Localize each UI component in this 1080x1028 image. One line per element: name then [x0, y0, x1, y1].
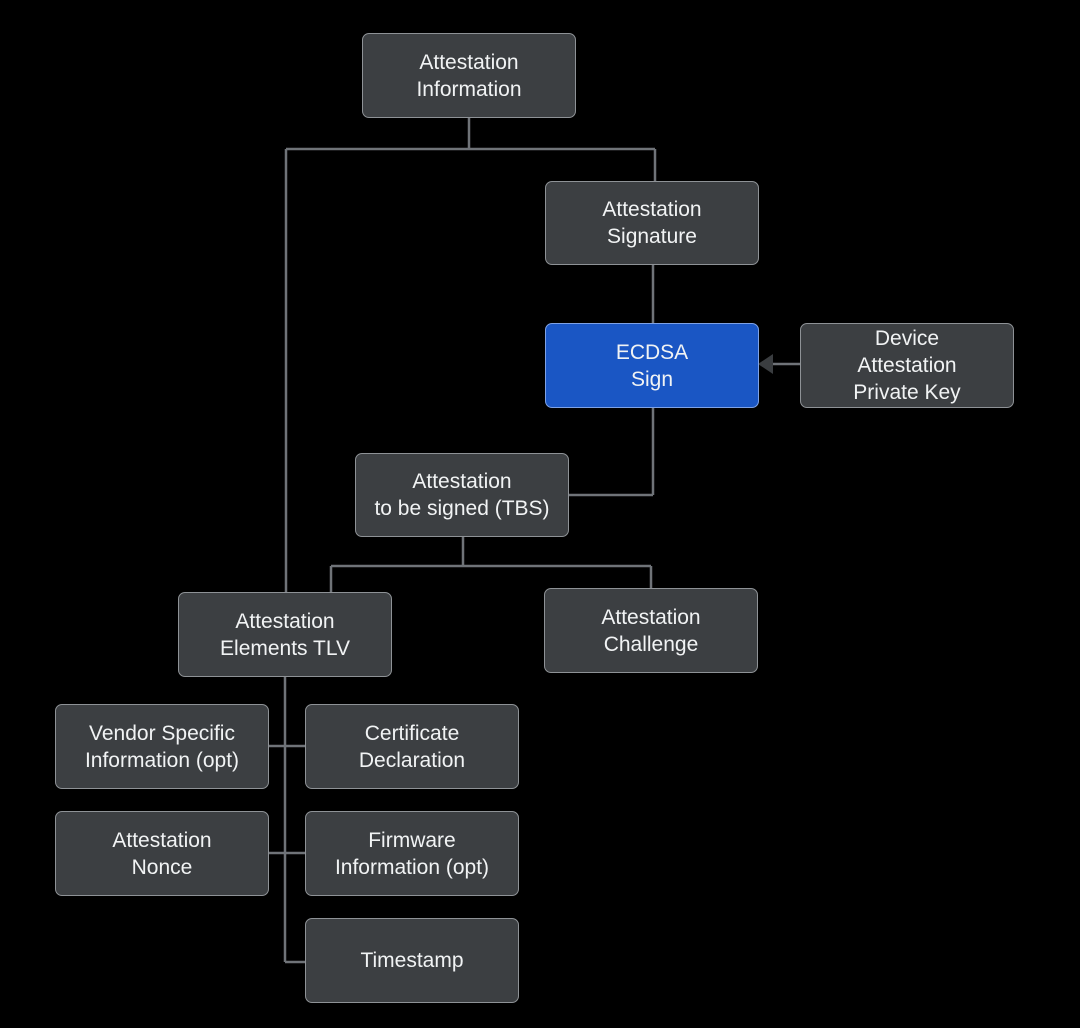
node-attestation-challenge: Attestation Challenge	[544, 588, 758, 673]
node-label: Certificate Declaration	[358, 721, 466, 772]
node-firmware-information: Firmware Information (opt)	[305, 811, 519, 896]
node-attestation-tbs: Attestation to be signed (TBS)	[355, 453, 569, 537]
node-attestation-information: Attestation Information	[362, 33, 576, 118]
node-ecdsa-sign: ECDSA Sign	[545, 323, 759, 408]
node-timestamp: Timestamp	[305, 918, 519, 1003]
node-label: Attestation to be signed (TBS)	[374, 470, 550, 520]
node-label: Device Attestation Private Key	[853, 327, 961, 404]
node-label: Attestation Nonce	[112, 828, 212, 879]
node-label: Attestation Challenge	[601, 605, 701, 656]
node-label: Attestation Elements TLV	[220, 609, 350, 660]
node-label: Timestamp	[360, 949, 464, 972]
node-label: ECDSA Sign	[615, 340, 689, 391]
node-label: Attestation Information	[416, 50, 522, 101]
node-certificate-declaration: Certificate Declaration	[305, 704, 519, 789]
node-attestation-nonce: Attestation Nonce	[55, 811, 269, 896]
node-vendor-specific-information: Vendor Specific Information (opt)	[55, 704, 269, 789]
node-label: Attestation Signature	[602, 198, 702, 248]
node-attestation-signature: Attestation Signature	[545, 181, 759, 265]
node-device-attestation-private-key: Device Attestation Private Key	[800, 323, 1014, 408]
node-label: Firmware Information (opt)	[334, 828, 490, 879]
node-attestation-elements-tlv: Attestation Elements TLV	[178, 592, 392, 677]
node-label: Vendor Specific Information (opt)	[84, 721, 240, 772]
arrowhead-to-ecdsa	[758, 354, 773, 374]
